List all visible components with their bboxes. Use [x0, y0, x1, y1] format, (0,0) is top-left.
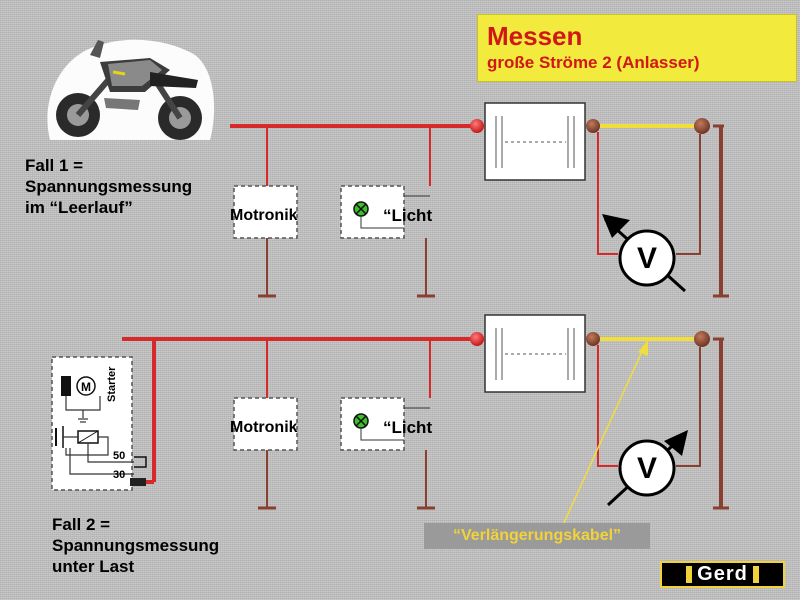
battery-minus-terminal-1	[586, 119, 600, 133]
svg-text:30: 30	[113, 469, 125, 481]
battery-plus-terminal-2	[470, 332, 484, 346]
title-subtitle: große Ströme 2 (Anlasser)	[487, 53, 700, 72]
case-2-line-1: Fall 2 =	[52, 515, 111, 534]
case-2-line-2: Spannungsmessung	[52, 536, 220, 555]
circuit-1: V	[230, 102, 729, 298]
licht-label-1: “Licht	[383, 206, 432, 225]
case-1-line-2: Spannungsmessung	[25, 177, 193, 196]
motronik-label-1: Motronik	[230, 207, 298, 224]
ground-terminal-1	[694, 118, 710, 134]
gerd-logo: Gerd	[660, 561, 785, 588]
licht-box-2	[340, 397, 405, 451]
case-1-caption: Fall 1 = Spannungsmessung im “Leerlauf”	[25, 155, 192, 218]
voltmeter-1	[618, 229, 676, 287]
terminal-50-connector	[134, 456, 147, 468]
cable-pointer-arrow	[561, 346, 645, 528]
case-2-line-3: unter Last	[52, 557, 135, 576]
motronik-box-1	[233, 185, 298, 239]
logo-text: Gerd	[697, 563, 748, 585]
title-main: Messen	[487, 21, 583, 51]
battery-plus-terminal-1	[470, 119, 484, 133]
circuit-2: M Starter 50 30 V	[51, 314, 729, 528]
terminal-30-connector	[130, 478, 146, 486]
licht-box-1	[340, 185, 405, 239]
licht-label-2: “Licht	[383, 418, 432, 437]
motronik-label-2: Motronik	[230, 419, 298, 436]
title-box: Messen große Ströme 2 (Anlasser)	[477, 14, 797, 82]
case-2-caption: Fall 2 = Spannungsmessung unter Last	[52, 514, 219, 577]
case-1-line-1: Fall 1 =	[25, 156, 84, 175]
svg-text:Starter: Starter	[106, 366, 118, 402]
svg-text:50: 50	[113, 450, 125, 462]
ground-terminal-2	[694, 331, 710, 347]
svg-text:M: M	[81, 380, 91, 394]
extension-cable-label: “Verlängerungskabel”	[424, 523, 650, 549]
svg-text:V: V	[637, 242, 657, 275]
voltmeter-2	[618, 439, 676, 497]
svg-text:V: V	[637, 452, 657, 485]
battery-minus-terminal-2	[586, 332, 600, 346]
case-1-line-3: im “Leerlauf”	[25, 198, 133, 217]
motor-icon	[76, 376, 96, 396]
motorcycle-image	[47, 39, 215, 140]
motronik-box-2	[233, 397, 298, 451]
